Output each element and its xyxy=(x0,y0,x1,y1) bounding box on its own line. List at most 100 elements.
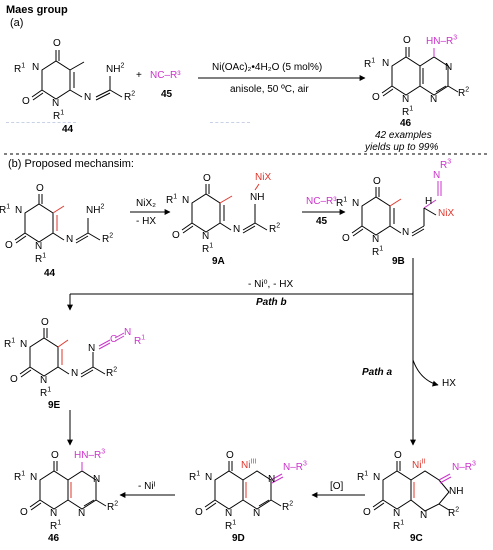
nh2-label: NH2 xyxy=(106,62,125,75)
r1-label: R1 xyxy=(393,519,405,532)
r2-label: R2 xyxy=(458,86,470,99)
r1-label: R1 xyxy=(225,519,237,532)
r1-label: R1 xyxy=(134,334,146,347)
n-r3-label: N–R3 xyxy=(452,460,476,473)
structure-9A xyxy=(181,183,268,234)
n-label: N xyxy=(420,510,428,521)
nh-label: NH xyxy=(250,192,265,203)
n-label: N xyxy=(372,234,380,245)
n-label: N xyxy=(40,375,48,386)
n-label: N xyxy=(268,474,276,485)
h-label: H xyxy=(425,196,433,207)
n-label: N xyxy=(50,508,58,519)
n-label: N xyxy=(445,62,453,73)
n-label: N xyxy=(225,508,233,519)
o-label: O xyxy=(172,230,180,241)
nh2-label: NH2 xyxy=(86,203,105,216)
hn-r3-label: HN–R3 xyxy=(74,448,106,461)
n-label: N xyxy=(233,224,241,235)
ni-ii-label: NiII xyxy=(412,458,426,471)
r2-label: R2 xyxy=(102,232,114,245)
nc-r3-label: NC–R³ xyxy=(306,196,337,207)
n-label: N xyxy=(15,205,23,216)
r2-label: R2 xyxy=(269,222,281,235)
structure-44-mech xyxy=(14,194,101,244)
o-label: O xyxy=(36,183,44,194)
r1-label: R1 xyxy=(202,242,214,255)
oxidant-label: [O] xyxy=(330,481,344,492)
part-b-label: (b) Proposed mechansim: xyxy=(8,158,134,170)
n-label: N xyxy=(71,368,79,379)
structure-44-top xyxy=(31,50,123,101)
group-title: Maes group xyxy=(6,4,68,16)
n-label: N xyxy=(78,508,86,519)
structure-9E xyxy=(19,328,125,378)
faint-artifact xyxy=(6,122,76,129)
o-label: O xyxy=(403,35,411,46)
n-label: N xyxy=(35,241,43,252)
n-label: N xyxy=(205,472,213,483)
n-label: N xyxy=(253,508,261,519)
n-label: N xyxy=(202,231,210,242)
hx-label: HX xyxy=(442,378,456,389)
compound-44-label: 44 xyxy=(62,124,74,135)
r2-label: R2 xyxy=(124,90,136,103)
o-label: O xyxy=(363,507,371,518)
r1-label: R1 xyxy=(372,245,384,258)
n-label: N xyxy=(52,98,60,109)
r1-label: R1 xyxy=(336,196,348,209)
ni-iii-label: NiIII xyxy=(241,458,257,471)
compound-46-mech-label: 46 xyxy=(48,533,60,544)
nh-label: NH xyxy=(449,486,464,497)
c-label: C xyxy=(110,334,118,345)
o-label: O xyxy=(195,507,203,518)
n-r3-label: N–R3 xyxy=(283,460,307,473)
hx-curve xyxy=(412,359,439,387)
faint-artifact xyxy=(210,122,250,129)
o-label: O xyxy=(342,233,350,244)
r1-label: R1 xyxy=(14,470,26,483)
o-label: O xyxy=(5,240,13,251)
r2-label: R2 xyxy=(282,500,294,513)
o-label: O xyxy=(203,173,211,184)
reagent-label: Ni(OAc)₂•4H₂O (5 mol%) xyxy=(212,62,323,73)
n-label: N xyxy=(393,508,401,519)
path-a-label: Path a xyxy=(362,367,393,378)
o-label: O xyxy=(226,450,234,461)
r1-label: R1 xyxy=(364,57,376,70)
o-label: O xyxy=(394,450,402,461)
r3-label: R3 xyxy=(440,158,452,171)
compound-45-label: 45 xyxy=(161,89,173,100)
structure-46-top xyxy=(381,47,459,97)
n-label: N xyxy=(430,94,438,105)
n-label: N xyxy=(373,472,381,483)
o-label: O xyxy=(41,317,49,328)
n-label: N xyxy=(93,474,101,485)
isonitrile-label: NC–R³ xyxy=(150,70,181,81)
r1-label: R1 xyxy=(189,470,201,483)
r1-label: R1 xyxy=(14,62,26,75)
r2-label: R2 xyxy=(448,506,460,519)
n-label: N xyxy=(20,339,28,350)
o-label: O xyxy=(373,176,381,187)
n-label: N xyxy=(66,234,74,245)
examples-text: 42 examples xyxy=(375,130,432,141)
n-label: N xyxy=(402,94,410,105)
compound-9D-label: 9D xyxy=(232,533,245,544)
r1-label: R1 xyxy=(53,109,65,122)
compound-9C-label: 9C xyxy=(410,533,423,544)
path-b-conditions: - Ni⁰, - HX xyxy=(248,279,294,290)
n-label: N xyxy=(433,170,441,181)
hn-r3-label: HN–R3 xyxy=(426,34,458,47)
r1-label: R1 xyxy=(4,337,16,350)
compound-45-mech-label: 45 xyxy=(316,216,328,227)
o-label: O xyxy=(51,450,59,461)
plus-sign: + xyxy=(136,70,142,81)
o-label: O xyxy=(20,507,28,518)
r1-label: R1 xyxy=(50,519,62,532)
n-label: N xyxy=(84,92,92,103)
structure-9C xyxy=(372,461,452,512)
n-label: N xyxy=(402,227,410,238)
r1-label: R1 xyxy=(402,105,414,118)
